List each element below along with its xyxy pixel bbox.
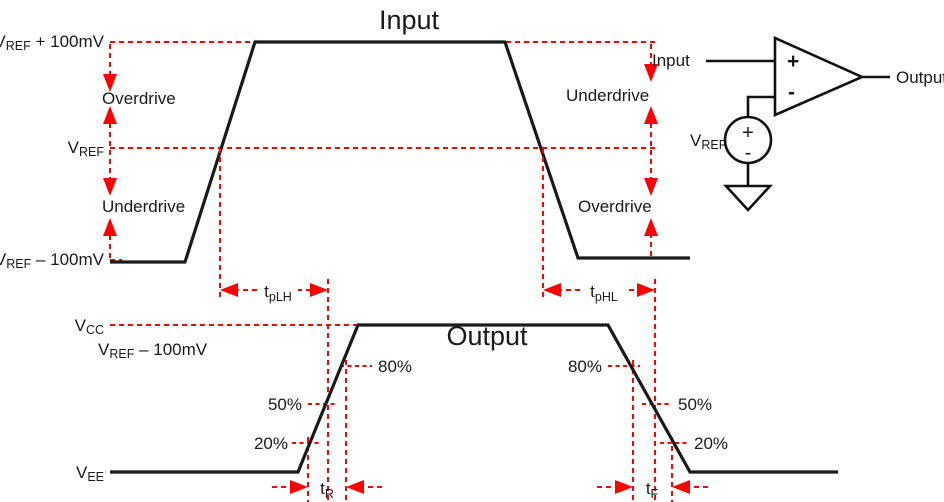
tplh-arrow-head-right (310, 283, 328, 297)
fall-50-label: 50% (678, 395, 712, 414)
tf-label: tF (646, 479, 659, 501)
tr-label: tR (320, 479, 334, 501)
input-waveform (110, 40, 690, 264)
tplh-arrow-head-left (220, 283, 238, 297)
tr-arrow-right-head (346, 480, 364, 494)
circuit-output-label: Output (896, 68, 944, 87)
tf-arrow-right-head (672, 480, 690, 494)
overdrive-right-arrow-up-head (644, 218, 658, 236)
tphl-label: tpHL (590, 282, 618, 304)
underdrive-left-arrow-down-head (103, 178, 117, 196)
fall-20-label: 20% (694, 434, 728, 453)
comparator-circuit: Input + - Output + - VREF (652, 35, 944, 212)
output-waveform (110, 323, 838, 474)
vref-source-minus: - (745, 142, 752, 164)
vref-source-label: VREF (690, 131, 727, 152)
overdrive-left-label: Overdrive (102, 89, 176, 108)
vref-source-plus: + (742, 122, 754, 144)
output-vee-label: VEE (76, 463, 104, 484)
tphl-arrow-head-left (543, 283, 561, 297)
opamp-plus-terminal: + (787, 50, 799, 73)
rise-20-label: 20% (254, 434, 288, 453)
tplh-label: tpLH (264, 282, 292, 304)
overdrive-left-arrow-down-head (103, 74, 117, 92)
ground-symbol (723, 184, 773, 212)
rise-50-label: 50% (268, 395, 302, 414)
fall-80-label: 80% (568, 357, 602, 376)
input-plot-title: Input (379, 5, 440, 35)
tphl-arrow-head-right (637, 283, 655, 297)
overdrive-right-arrow-down-head (644, 178, 658, 196)
underdrive-right-label: Underdrive (566, 86, 649, 105)
tphl-label-backdrop (583, 279, 625, 301)
tf-arrow-left-head (615, 480, 633, 494)
input-vref-level-label: VREF (68, 138, 105, 159)
opamp-minus-terminal: - (788, 81, 795, 104)
underdrive-left-label: Underdrive (102, 197, 185, 216)
underdrive-left-arrow-up-head (103, 218, 117, 236)
circuit-minus-wire (746, 95, 775, 117)
output-vcc-note-label: VREF – 100mV (98, 340, 208, 361)
rise-80-label: 80% (378, 357, 412, 376)
opamp-triangle (773, 35, 866, 117)
input-low-level-label: VREF – 100mV (0, 250, 105, 271)
underdrive-right-arrow-up-head (644, 106, 658, 124)
underdrive-right-arrow-down-head (644, 64, 658, 82)
overdrive-left-arrow-up-head (103, 106, 117, 124)
circuit-input-label: Input (652, 51, 690, 70)
overdrive-right-label: Overdrive (578, 197, 652, 216)
input-high-level-label: VREF + 100mV (0, 32, 105, 53)
tplh-label-backdrop (258, 279, 298, 301)
tr-arrow-left-head (290, 480, 308, 494)
output-vcc-label: VCC (75, 316, 104, 337)
